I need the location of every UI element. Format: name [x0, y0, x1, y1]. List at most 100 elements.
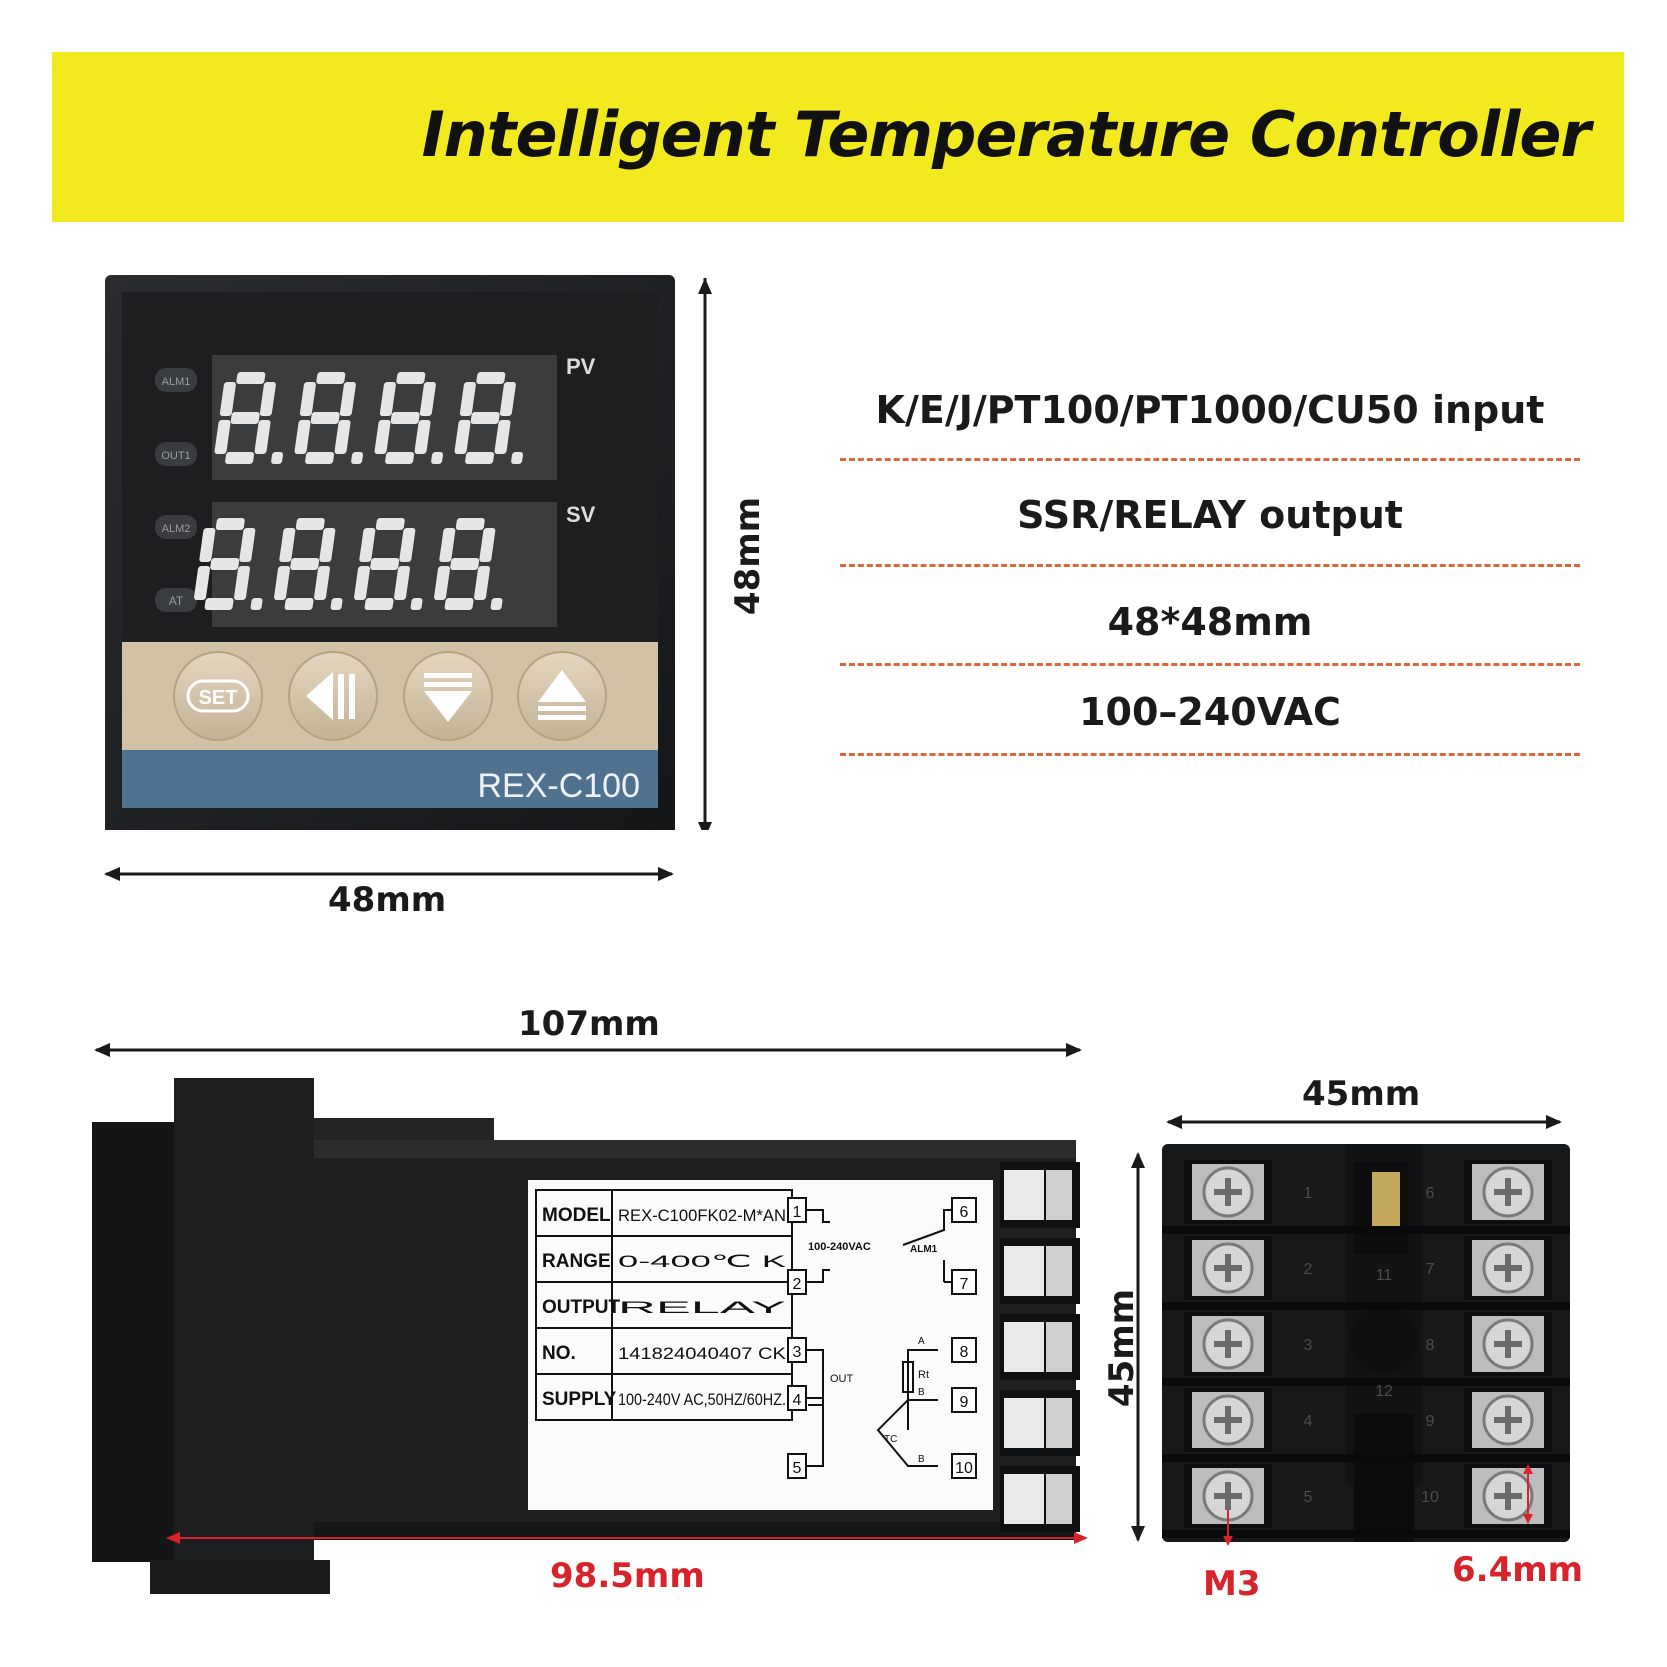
wiring-rt-text: Rt	[918, 1369, 929, 1381]
svg-text:4: 4	[793, 1392, 802, 1409]
label-key: MODEL	[542, 1205, 611, 1226]
spec-size: 48*48mm	[1107, 600, 1313, 644]
svg-text:2: 2	[793, 1276, 802, 1293]
rear-number-left: 5	[1304, 1489, 1313, 1506]
terminal-box: 1	[787, 1197, 807, 1223]
indicator-at-label: AT	[169, 594, 184, 608]
terminal-box: 6	[951, 1197, 977, 1223]
svg-text:6: 6	[960, 1204, 969, 1221]
wiring-out-text: OUT	[830, 1373, 854, 1385]
wiring-tc-text: TC	[884, 1434, 897, 1445]
terminal-box: 10	[951, 1453, 977, 1479]
screw-terminal	[1464, 1464, 1552, 1528]
screw-terminal	[1184, 1236, 1272, 1300]
rear-number-left: 4	[1304, 1413, 1313, 1430]
rear-width-dim-arrow	[1166, 1115, 1562, 1129]
wiring-power-text: 100-240VAC	[808, 1241, 871, 1253]
rear-number-right: 7	[1426, 1261, 1435, 1278]
down-button[interactable]	[403, 651, 493, 741]
rear-number-right: 6	[1426, 1185, 1435, 1202]
up-arrow-icon	[538, 670, 586, 702]
screw-terminal	[1464, 1388, 1552, 1452]
svg-text:3: 3	[793, 1344, 802, 1361]
wiring-alarm-text: ALM1	[910, 1244, 938, 1255]
spec-divider	[840, 663, 1580, 666]
screw-terminal	[1464, 1312, 1552, 1376]
label-value: REX-C100FK02-M*AN	[618, 1206, 786, 1225]
terminal-box: 3	[787, 1337, 807, 1363]
rear-width-dim: 45mm	[1302, 1074, 1421, 1114]
rear-number-right: 9	[1426, 1413, 1435, 1430]
seven-segment-digit	[294, 372, 364, 464]
set-button[interactable]: SET	[173, 651, 263, 741]
pv-digits	[214, 372, 524, 464]
front-panel-illustration: ALM1 OUT1 ALM2 AT PV SV SET	[105, 275, 712, 830]
side-body-dim: 98.5mm	[550, 1556, 705, 1596]
front-height-dim: 48mm	[728, 496, 768, 616]
label-key: SUPPLY	[542, 1389, 617, 1410]
front-width-dim: 48mm	[328, 880, 447, 920]
wiring-a-text: A	[918, 1336, 925, 1347]
label-value: 100-240V AC,50HZ/60HZ.	[618, 1390, 786, 1409]
screw-terminal	[1464, 1160, 1552, 1224]
rear-number-left: 2	[1304, 1261, 1313, 1278]
screw-terminal	[1184, 1388, 1272, 1452]
seven-segment-digit	[194, 518, 263, 610]
indicator-out1-label: OUT1	[161, 450, 190, 462]
screw-size-dim: M3	[1203, 1564, 1261, 1604]
rear-number-right: 8	[1426, 1337, 1435, 1354]
spec-divider	[840, 458, 1580, 461]
svg-text:9: 9	[960, 1394, 969, 1411]
indicator-alm2: ALM2	[155, 515, 197, 539]
set-button-label: SET	[199, 687, 238, 709]
side-length-dim: 107mm	[518, 1004, 660, 1044]
pv-label: PV	[566, 354, 596, 379]
side-bezel	[92, 1122, 178, 1562]
indicator-alm1: ALM1	[155, 368, 197, 392]
side-terminal-block	[1000, 1390, 1080, 1456]
screw-terminal	[1464, 1236, 1552, 1300]
svg-text:1: 1	[793, 1204, 802, 1221]
rear-height-dim-arrow	[1131, 1152, 1145, 1542]
screw-terminal	[1184, 1312, 1272, 1376]
seven-segment-digit	[454, 372, 524, 464]
seven-segment-digit	[214, 372, 284, 464]
model-strip	[122, 750, 658, 808]
side-terminal-block	[1000, 1238, 1080, 1304]
screw-terminal	[1184, 1464, 1272, 1528]
terminal-box: 5	[787, 1453, 807, 1479]
seven-segment-digit	[274, 518, 343, 610]
rear-number-left: 3	[1304, 1337, 1313, 1354]
label-value: 0-400℃ K	[618, 1252, 787, 1271]
terminal-box: 4	[787, 1385, 807, 1411]
rear-terminals	[1162, 1160, 1570, 1538]
label-key: RANGE	[542, 1251, 611, 1272]
shift-left-button[interactable]	[288, 651, 378, 741]
label-value: RELAY	[618, 1298, 786, 1317]
label-key: NO.	[542, 1343, 576, 1364]
indicator-alm2-label: ALM2	[162, 523, 191, 535]
shift-left-icon	[306, 672, 333, 720]
mounting-clip	[174, 1078, 314, 1588]
title-banner: Intelligent Temperature Controller	[52, 52, 1624, 222]
terminal-box: 9	[951, 1387, 977, 1413]
spec-voltage: 100–240VAC	[1079, 690, 1341, 734]
spec-divider	[840, 753, 1580, 756]
svg-text:7: 7	[960, 1276, 969, 1293]
banner-title: Intelligent Temperature Controller	[421, 98, 1591, 171]
seven-segment-digit	[374, 372, 444, 464]
wiring-b-text: B	[918, 1387, 925, 1398]
up-button[interactable]	[517, 651, 607, 741]
label-value: 141824040407 CK	[618, 1344, 787, 1363]
side-terminals	[1000, 1162, 1080, 1532]
side-terminal-block	[1000, 1466, 1080, 1532]
rear-number-left: 1	[1304, 1185, 1313, 1202]
side-terminal-block	[1000, 1162, 1080, 1228]
seven-segment-digit	[354, 518, 423, 610]
seven-segment-digit	[434, 518, 503, 610]
wiring-b2-text: B	[918, 1454, 925, 1465]
